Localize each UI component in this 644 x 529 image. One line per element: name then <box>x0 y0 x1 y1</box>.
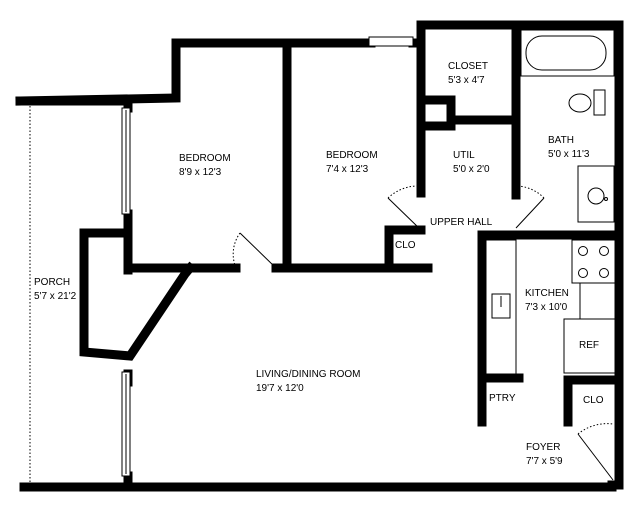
ptry-name: PTRY <box>489 393 516 404</box>
util-name: UTIL <box>453 150 475 161</box>
upper-hall-label: UPPER HALL <box>430 216 492 230</box>
kitchen-name: KITCHEN <box>525 288 569 299</box>
bedroom2-window <box>368 36 414 47</box>
porch-name: PORCH <box>34 277 71 288</box>
kitchen-size: 7'3 x 10'0 <box>525 302 568 313</box>
bathtub-basin <box>525 35 607 71</box>
hall-clo-name: CLO <box>395 240 416 251</box>
stove-burner-1 <box>578 246 588 256</box>
stove-burner-2 <box>599 246 609 256</box>
bath-label: BATH 5'0 x 11'3 <box>548 134 589 162</box>
closet-label: CLOSET 5'3 x 4'7 <box>448 60 488 88</box>
foyer-name: FOYER <box>526 442 561 453</box>
toilet-bowl <box>568 93 592 113</box>
bedroom1-door <box>239 232 277 269</box>
bedroom2-name: BEDROOM <box>326 150 378 161</box>
bedroom2-label: BEDROOM 7'4 x 12'3 <box>326 149 378 177</box>
foyer-label: FOYER 7'7 x 5'9 <box>526 441 563 469</box>
foyer-clo-name: CLO <box>583 395 604 406</box>
util-size: 5'0 x 2'0 <box>453 164 490 175</box>
bedroom1-name: BEDROOM <box>179 153 231 164</box>
stove-burner-4 <box>599 268 609 278</box>
bath-size: 5'0 x 11'3 <box>548 149 590 160</box>
bedroom1-size: 8'9 x 12'3 <box>179 167 222 178</box>
upper-hall-name: UPPER HALL <box>430 217 493 228</box>
ref-name: REF <box>579 340 599 351</box>
ref-label: REF <box>579 339 599 353</box>
top-left-wall <box>15 38 376 106</box>
bay-bumpout-wall <box>79 228 197 361</box>
hall-door-right-swing <box>515 185 545 199</box>
living-name: LIVING/DINING ROOM <box>256 369 361 380</box>
foyer-clo-wall <box>563 375 618 427</box>
kitchen-label: KITCHEN 7'3 x 10'0 <box>525 287 569 315</box>
hall-door-left-swing <box>387 185 422 199</box>
bath-faucet <box>604 197 608 201</box>
util-label: UTIL 5'0 x 2'0 <box>453 149 490 177</box>
living-size: 19'7 x 12'0 <box>256 383 304 394</box>
bath-sink <box>587 187 605 205</box>
bedroom1-door-swing <box>232 232 241 269</box>
foyer-size: 7'7 x 5'9 <box>526 456 563 467</box>
bedroom2-size: 7'4 x 12'3 <box>326 164 369 175</box>
entry-door <box>577 433 614 481</box>
closet-name: CLOSET <box>448 61 489 72</box>
hall-clo-label: CLO <box>395 239 416 253</box>
porch-size: 5'7 x 21'2 <box>34 291 77 302</box>
porch-label: PORCH 5'7 x 21'2 <box>34 276 76 304</box>
ptry-label: PTRY <box>489 392 516 406</box>
refrigerator <box>563 318 616 374</box>
entry-door-swing <box>577 423 614 435</box>
bath-vanity <box>577 165 615 223</box>
closet-size: 5'3 x 4'7 <box>448 75 485 86</box>
bedroom1-label: BEDROOM 8'9 x 12'3 <box>179 152 231 180</box>
hall-clo-wall <box>384 225 426 271</box>
counter-right <box>579 282 616 320</box>
foyer-clo-label: CLO <box>583 394 604 408</box>
toilet-tank <box>593 89 606 116</box>
stove <box>571 239 616 284</box>
living-label: LIVING/DINING ROOM 19'7 x 12'0 <box>256 368 360 396</box>
hall-door-right <box>515 197 545 229</box>
closet-bottom-wall <box>416 95 521 125</box>
stove-burner-3 <box>578 268 588 278</box>
hall-door-left <box>387 197 422 231</box>
bath-name: BATH <box>548 135 574 146</box>
